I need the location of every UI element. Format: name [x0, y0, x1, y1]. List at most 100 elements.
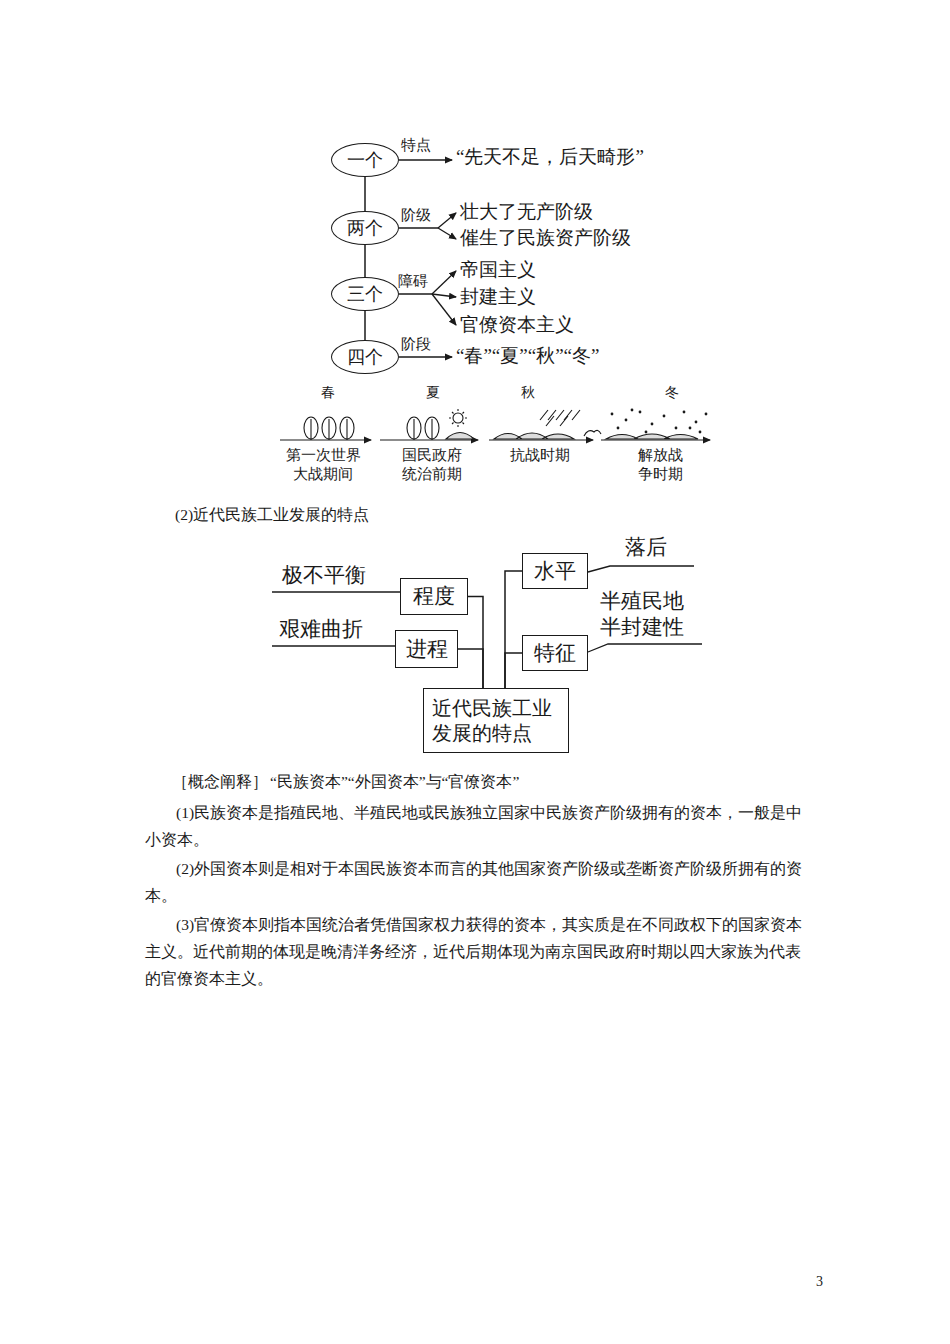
leader-line: [588, 566, 694, 572]
snowflake: [611, 413, 614, 416]
text-label: 官僚资本主义: [460, 314, 574, 337]
topic-ellipse: 四个: [331, 340, 399, 374]
stem: [413, 419, 414, 440]
arrow-line: [399, 159, 452, 160]
snowflake: [631, 409, 634, 412]
body-paragraph: (1)民族资本是指殖民地、半殖民地或民族独立国家中民族资产阶级拥有的资本，一般是…: [145, 799, 810, 853]
autumn-scene: [494, 410, 601, 439]
node-text: 特征: [534, 640, 576, 666]
snowflake: [625, 419, 628, 422]
fallen-plants: [494, 433, 574, 439]
text-label: “先天不足，后天畸形”: [456, 146, 644, 169]
page-number: 3: [816, 1274, 823, 1291]
node-text: 四个: [347, 346, 383, 369]
arrow-line: [432, 271, 456, 294]
topic-ellipse: 三个: [331, 277, 399, 311]
body-paragraph: (3)官僚资本则指本国统治者凭借国家权力获得的资本，其实质是在不同政权下的国家资…: [145, 911, 810, 992]
leaf: [340, 417, 354, 439]
node-text: 近代民族工业 发展的特点: [424, 696, 556, 746]
frozen-plants: [606, 434, 698, 439]
snowflake: [651, 423, 654, 426]
text-label: (2)近代民族工业发展的特点: [175, 506, 369, 525]
timeline-arrow: [280, 439, 371, 440]
connector: [364, 177, 366, 211]
node-text: 程度: [413, 583, 455, 609]
text-label: 解放战 争时期: [635, 446, 685, 484]
connector: [468, 597, 483, 689]
stem: [346, 419, 347, 440]
text-label: “民族资本”“外国资本”与“官僚资本”: [270, 773, 519, 792]
wind-rain: [540, 410, 580, 426]
snowflake: [645, 431, 648, 434]
concept-box: 进程: [395, 630, 458, 668]
text-label: 落后: [625, 535, 667, 560]
timeline-arrow: [489, 439, 593, 440]
snowflake: [683, 411, 686, 414]
text-label: 夏: [426, 385, 440, 402]
topic-ellipse: 两个: [331, 211, 399, 245]
wilted-plant: [446, 433, 474, 440]
node-text: 两个: [347, 217, 383, 240]
mindmap-arrows: [399, 160, 456, 357]
connector: [364, 245, 366, 277]
snowflake: [617, 427, 620, 430]
stem: [328, 419, 329, 440]
sun: [453, 413, 463, 423]
snowflake: [695, 421, 698, 424]
winter-scene: [606, 434, 698, 439]
leaf: [407, 417, 421, 439]
text-label: 半殖民地 半封建性: [600, 588, 695, 640]
node-text: 三个: [347, 283, 383, 306]
text-label: 国民政府 统治前期: [400, 446, 464, 484]
text-label: 春: [321, 385, 335, 402]
season-timeline: [280, 439, 710, 440]
text-label: 催生了民族资产阶级: [460, 227, 631, 250]
concept-box: 近代民族工业 发展的特点: [423, 688, 569, 753]
concept-box: 水平: [522, 553, 588, 589]
connector: [505, 653, 522, 688]
text-label: 障碍: [398, 272, 428, 290]
leader-line: [272, 591, 400, 592]
cloud: [584, 430, 601, 436]
snowflake: [689, 427, 692, 430]
summer-plants: [407, 409, 474, 440]
snowflake: [675, 427, 678, 430]
text-label: 帝国主义: [460, 259, 536, 282]
text-label: 阶级: [401, 206, 431, 224]
concept-box: 特征: [522, 635, 588, 671]
text-label: “春”“夏”“秋”“冬”: [456, 345, 599, 368]
leaf: [304, 417, 318, 439]
leader-line: [588, 644, 702, 652]
text-label: 冬: [665, 385, 679, 402]
node-text: 水平: [534, 558, 576, 584]
concept-box: 程度: [400, 578, 468, 615]
stem: [431, 419, 432, 440]
timeline-arrow: [601, 439, 710, 440]
arrow-line: [432, 294, 456, 325]
arrow-line: [399, 293, 432, 294]
body-paragraph: (2)外国资本则是相对于本国民族资本而言的其他国家资产阶级或垄断资产阶级所拥有的…: [145, 855, 810, 909]
stem: [310, 419, 311, 440]
snowflake: [699, 431, 702, 434]
text-label: 艰难曲折: [279, 617, 363, 642]
node-text: 一个: [347, 149, 383, 172]
text-label: 抗战时期: [500, 446, 580, 465]
arrow-line: [432, 294, 456, 297]
snowflake: [663, 415, 666, 418]
text-label: 特点: [401, 136, 431, 154]
text-label: 极不平衡: [282, 563, 366, 588]
text-label: 秋: [521, 385, 535, 402]
arrow-line: [399, 356, 452, 357]
text-label: ［概念阐释］: [172, 773, 268, 792]
node-text: 进程: [406, 636, 448, 662]
snowflake: [639, 411, 642, 414]
timeline-arrow: [380, 439, 478, 440]
leader-line: [272, 645, 395, 646]
sun-rays: [449, 409, 467, 427]
connector: [505, 571, 522, 688]
text-label: 壮大了无产阶级: [460, 201, 593, 224]
spring-plants: [304, 417, 354, 440]
text-label: 第一次世界 大战期间: [283, 446, 363, 484]
connector: [364, 311, 366, 340]
